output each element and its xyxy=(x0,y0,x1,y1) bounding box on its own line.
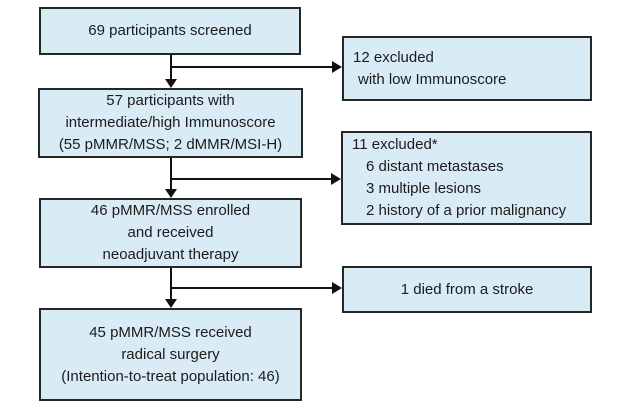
arrow-enrolled-to-surgery-line xyxy=(170,268,172,300)
box-immunoscore: 57 participants with intermediate/high I… xyxy=(38,88,303,158)
box-excluded-other-line-1: 11 excluded* xyxy=(352,136,438,153)
box-excluded-other: 11 excluded* 6 distant metastases 3 mult… xyxy=(341,131,592,225)
box-enrolled-line-3: neoadjuvant therapy xyxy=(102,246,239,263)
box-immunoscore-line-3: (55 pMMR/MSS; 2 dMMR/MSI-H) xyxy=(58,136,283,153)
arrow-to-excluded-low-line xyxy=(171,66,332,68)
box-enrolled-line-2: and received xyxy=(127,224,214,241)
box-died-stroke-line-1: 1 died from a stroke xyxy=(400,280,534,298)
box-surgery-line-3: (Intention-to-treat population: 46) xyxy=(61,367,280,385)
box-surgery: 45 pMMR/MSS received radical surgery (In… xyxy=(39,308,302,401)
arrow-immunoscore-to-enrolled-line xyxy=(170,158,172,190)
box-died-stroke: 1 died from a stroke xyxy=(342,266,592,313)
arrow-to-died-line xyxy=(171,287,332,289)
box-excluded-low-line-2: with low Immunoscore xyxy=(358,70,507,88)
arrow-to-died-head xyxy=(332,282,342,294)
box-excluded-other-line-4: 2 history of a prior malignancy xyxy=(366,202,567,219)
box-excluded-other-line-3: 3 multiple lesions xyxy=(366,180,482,197)
box-excluded-other-line-2: 6 distant metastases xyxy=(366,158,504,175)
box-surgery-line-2: radical surgery xyxy=(121,345,220,363)
box-screened-line-1: 69 participants screened xyxy=(88,22,252,39)
box-screened: 69 participants screened xyxy=(39,7,301,55)
arrow-to-excluded-other-head xyxy=(331,173,341,185)
box-excluded-low-line-1: 12 excluded xyxy=(353,48,434,66)
arrow-enrolled-to-surgery-head xyxy=(165,299,177,308)
box-immunoscore-line-1: 57 participants with xyxy=(106,92,235,109)
arrow-to-excluded-low-head xyxy=(332,61,342,73)
box-surgery-line-1: 45 pMMR/MSS received xyxy=(89,323,252,341)
arrow-screened-to-immunoscore-line xyxy=(170,55,172,81)
box-enrolled-line-1: 46 pMMR/MSS enrolled xyxy=(90,202,251,219)
box-excluded-low-immunoscore: 12 excluded with low Immunoscore xyxy=(342,36,592,101)
box-enrolled: 46 pMMR/MSS enrolled and received neoadj… xyxy=(39,198,302,268)
arrow-immunoscore-to-enrolled-head xyxy=(165,189,177,198)
box-immunoscore-line-2: intermediate/high Immunoscore xyxy=(65,114,276,131)
arrow-screened-to-immunoscore-head xyxy=(165,79,177,88)
arrow-to-excluded-other-line xyxy=(171,178,331,180)
